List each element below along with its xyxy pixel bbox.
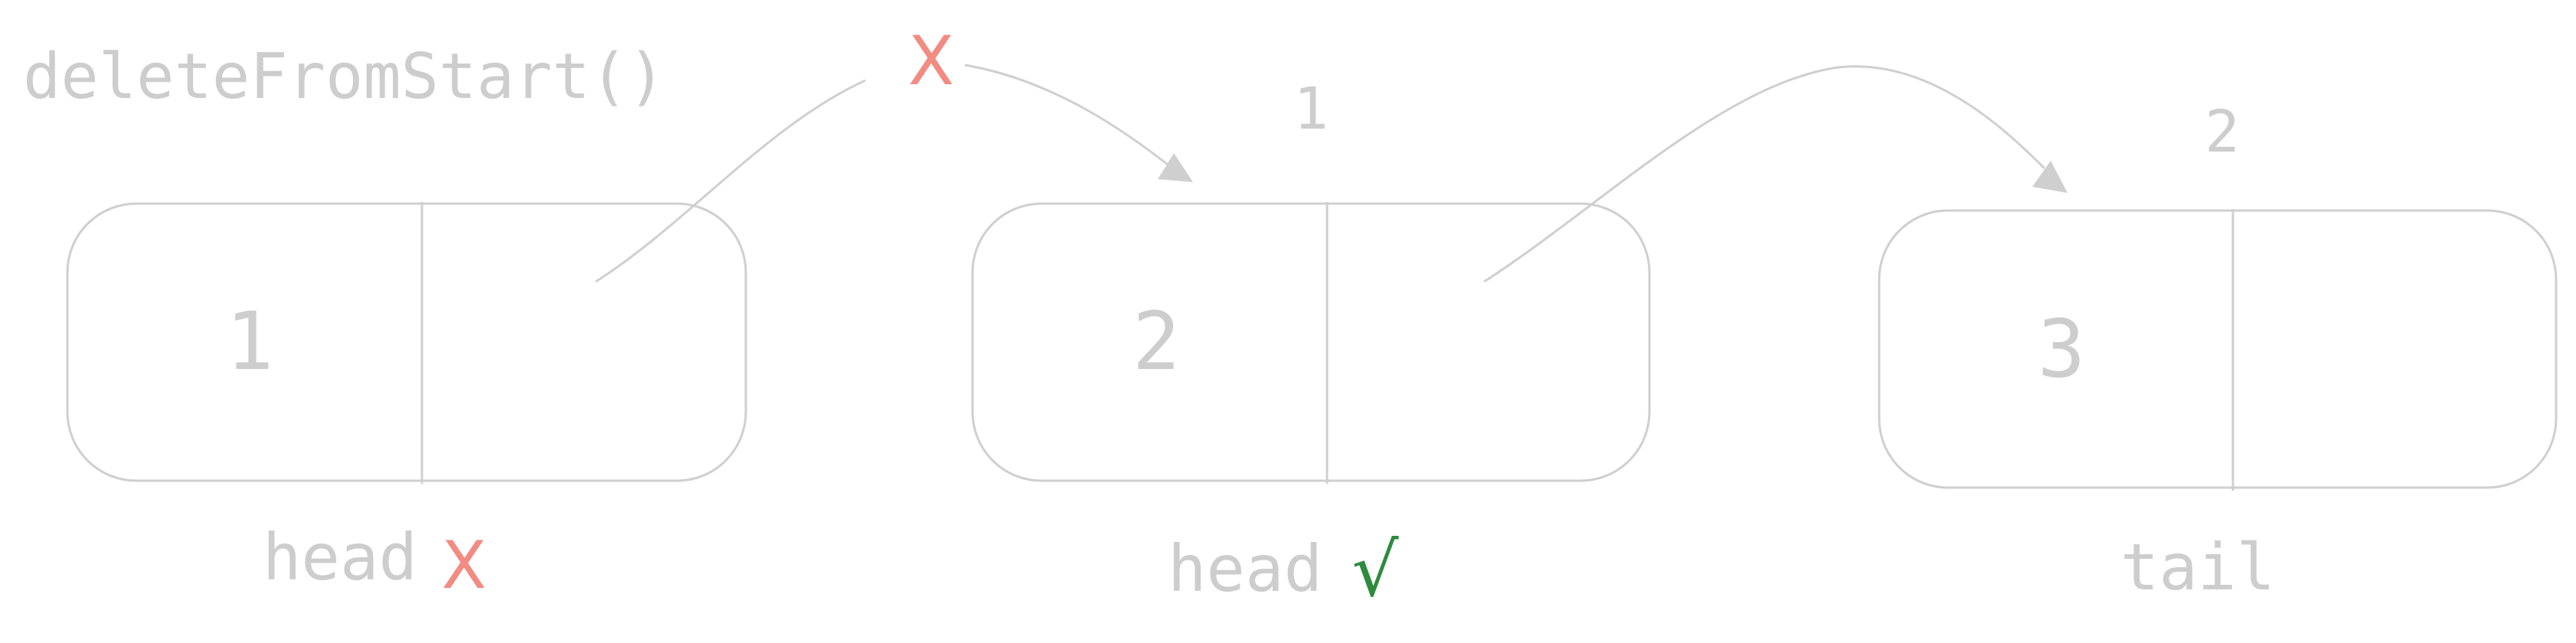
check-icon: √ — [1352, 527, 1399, 613]
cross-icon: X — [442, 527, 487, 604]
arrow-to-node-2 — [964, 64, 1169, 166]
arrow-to-node-3-head-icon — [2032, 161, 2068, 193]
node-1-value: 1 — [226, 295, 274, 388]
node-3-box — [1878, 209, 2558, 489]
arrow-to-node-3 — [1483, 65, 2046, 283]
node-1-box — [66, 202, 747, 482]
removed-link-cross-icon: X — [908, 21, 954, 100]
node-1: 1 — [66, 202, 747, 484]
node-3-index-label: 2 — [2205, 97, 2240, 165]
removed-link-line — [595, 79, 866, 283]
tail-label: tail — [2120, 530, 2275, 605]
node-2-index-label: 1 — [1293, 74, 1329, 142]
arrow-to-node-2-head-icon — [1158, 153, 1193, 182]
new-head-label: head — [1168, 531, 1322, 606]
node-3: 3 2 — [1878, 97, 2558, 491]
old-head-label: head — [263, 520, 417, 595]
operation-title: deleteFromStart() — [23, 41, 665, 113]
node-3-value: 3 — [2038, 302, 2086, 396]
node-2-value: 2 — [1133, 295, 1181, 388]
node-2-box — [971, 202, 1651, 482]
node-2: 2 1 — [971, 74, 1651, 484]
